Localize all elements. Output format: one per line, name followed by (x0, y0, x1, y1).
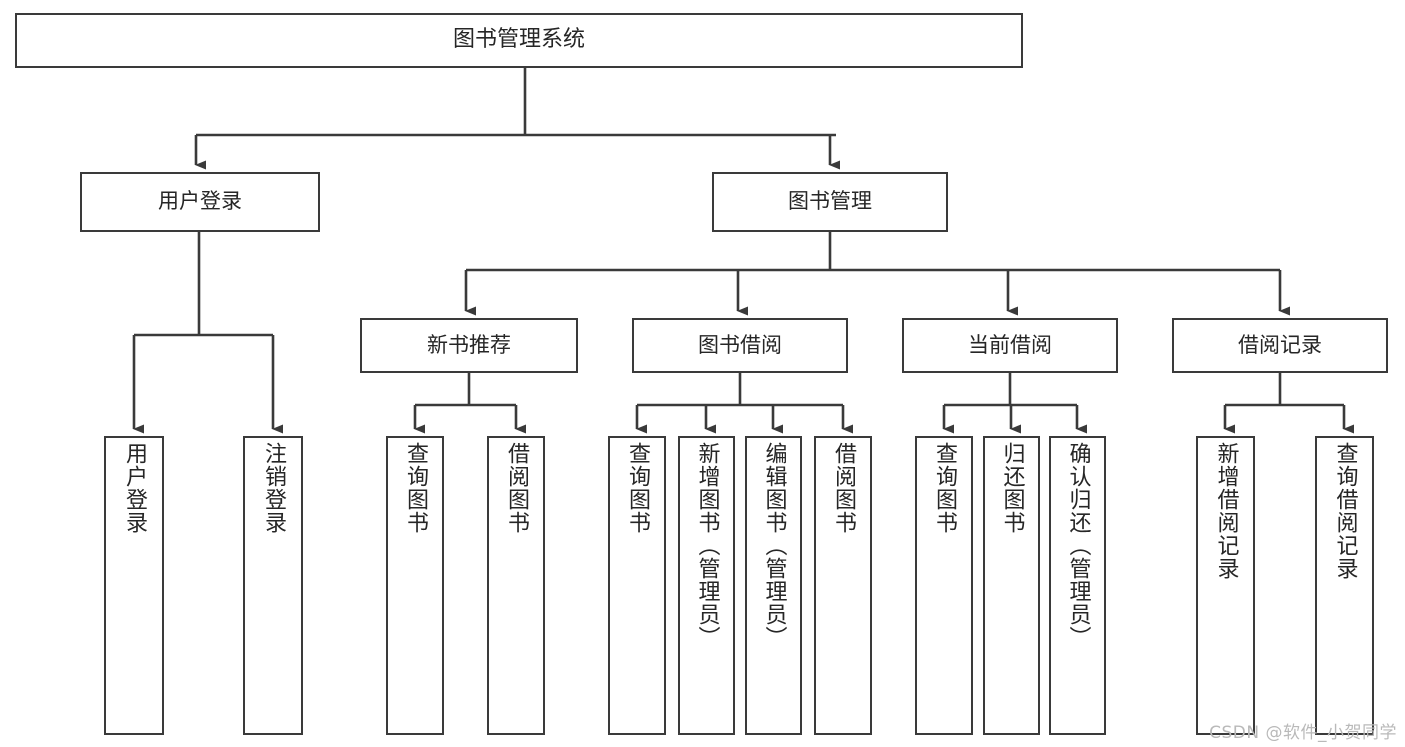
node-leaf-return-book[interactable]: 归还图书 (983, 436, 1040, 735)
node-root-label: 图书管理系统 (452, 27, 585, 53)
node-borrow-record-label: 借阅记录 (1238, 332, 1322, 357)
node-user-login[interactable]: 用户登录 (80, 172, 320, 232)
node-current-borrow-label: 当前借阅 (968, 332, 1052, 357)
node-leaf-query-record[interactable]: 查询借阅记录 (1315, 436, 1374, 735)
node-leaf-confirm-return-label: 确认归还（管理员） (1065, 442, 1091, 649)
node-leaf-query-record-label: 查询借阅记录 (1332, 442, 1358, 580)
node-leaf-add-record[interactable]: 新增借阅记录 (1196, 436, 1255, 735)
node-new-book-rec[interactable]: 新书推荐 (360, 318, 578, 373)
node-leaf-confirm-return[interactable]: 确认归还（管理员） (1049, 436, 1106, 735)
node-leaf-query-book-2-label: 查询图书 (625, 442, 650, 534)
node-leaf-borrow-book-2[interactable]: 借阅图书 (814, 436, 872, 735)
node-book-borrow[interactable]: 图书借阅 (632, 318, 848, 373)
node-leaf-logout[interactable]: 注销登录 (243, 436, 303, 735)
node-book-borrow-label: 图书借阅 (698, 332, 782, 357)
node-current-borrow[interactable]: 当前借阅 (902, 318, 1118, 373)
node-leaf-query-book-1[interactable]: 查询图书 (386, 436, 444, 735)
node-borrow-record[interactable]: 借阅记录 (1172, 318, 1388, 373)
node-leaf-query-book-2[interactable]: 查询图书 (608, 436, 666, 735)
node-leaf-logout-label: 注销登录 (261, 442, 286, 534)
node-leaf-query-book-1-label: 查询图书 (403, 442, 428, 534)
node-leaf-add-book-label: 新增图书（管理员） (694, 442, 720, 649)
node-leaf-query-book-3[interactable]: 查询图书 (915, 436, 973, 735)
node-user-login-label: 用户登录 (158, 189, 242, 214)
node-leaf-borrow-book-1[interactable]: 借阅图书 (487, 436, 545, 735)
node-leaf-user-login[interactable]: 用户登录 (104, 436, 164, 735)
node-new-book-rec-label: 新书推荐 (427, 332, 511, 357)
node-leaf-query-book-3-label: 查询图书 (932, 442, 957, 534)
node-leaf-borrow-book-2-label: 借阅图书 (831, 442, 856, 534)
node-book-manage[interactable]: 图书管理 (712, 172, 948, 232)
node-book-manage-label: 图书管理 (788, 189, 872, 214)
node-leaf-edit-book-label: 编辑图书（管理员） (761, 442, 787, 649)
node-leaf-edit-book[interactable]: 编辑图书（管理员） (745, 436, 802, 735)
node-leaf-borrow-book-1-label: 借阅图书 (504, 442, 529, 534)
node-leaf-add-book[interactable]: 新增图书（管理员） (678, 436, 735, 735)
node-leaf-add-record-label: 新增借阅记录 (1213, 442, 1239, 580)
node-leaf-user-login-label: 用户登录 (122, 442, 147, 534)
node-root[interactable]: 图书管理系统 (15, 13, 1023, 68)
node-leaf-return-book-label: 归还图书 (999, 442, 1025, 534)
